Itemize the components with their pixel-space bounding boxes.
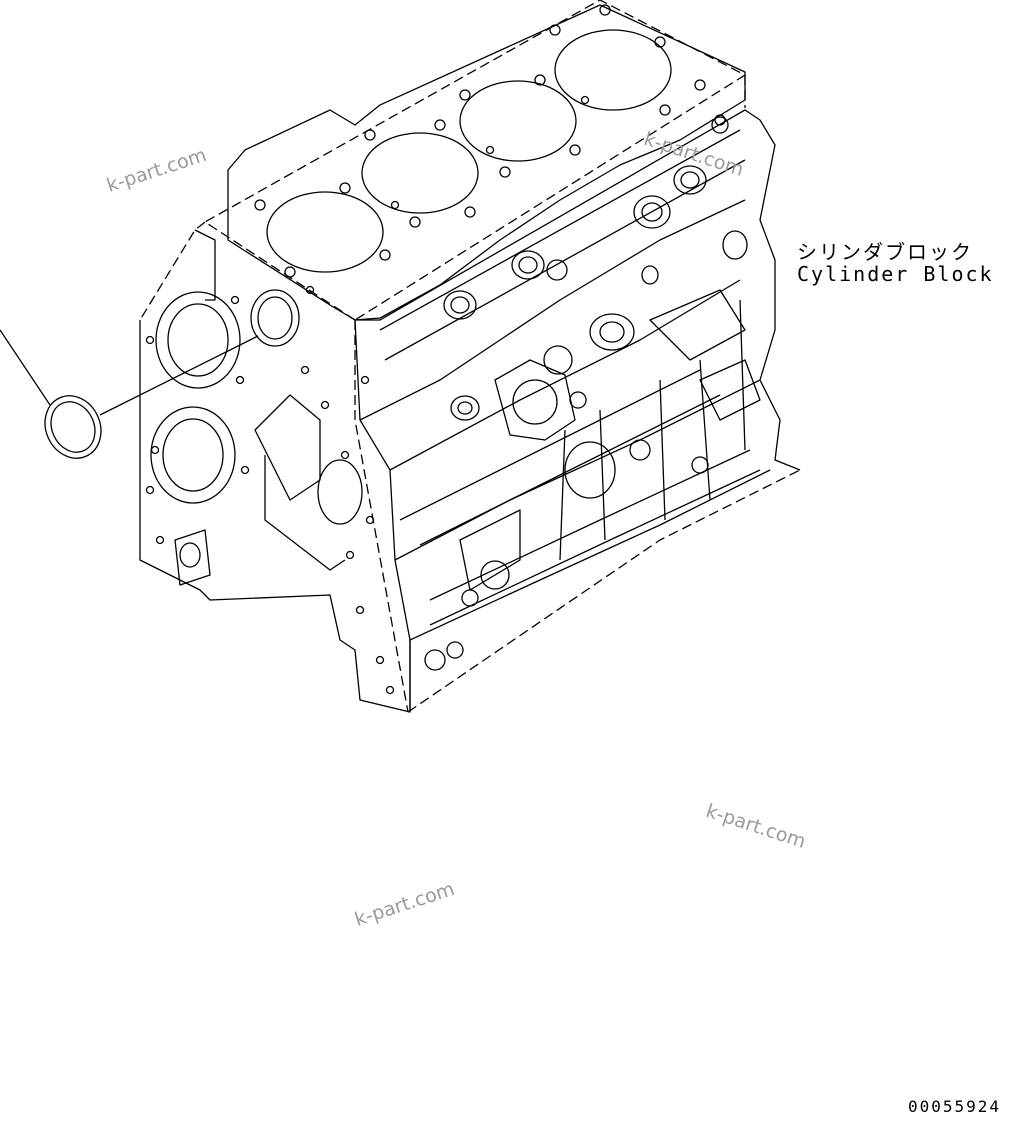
cylinder-bore-2 — [361, 132, 479, 214]
leader-line-ring-to-bore — [99, 335, 259, 416]
front-bore-side — [250, 289, 300, 347]
front-bore-upper — [155, 291, 241, 389]
cylinder-bore-3 — [459, 80, 577, 162]
front-bore-lower — [150, 406, 236, 504]
side-face — [355, 109, 801, 712]
cylinder-bore-1 — [266, 191, 384, 273]
top-deck — [227, 4, 746, 321]
part-label-japanese: シリンダブロック — [797, 240, 973, 264]
seal-ring-part — [44, 395, 102, 459]
head-bolt-holes — [254, 4, 726, 295]
block-envelope — [139, 0, 801, 713]
leader-line-callout — [0, 329, 51, 406]
front-face — [139, 229, 411, 713]
drawing-number: 00055924 — [907, 1097, 1001, 1116]
cylinder-bore-4 — [554, 29, 672, 111]
front-bolt-holes — [145, 295, 395, 695]
part-label-english: Cylinder Block — [797, 262, 994, 286]
